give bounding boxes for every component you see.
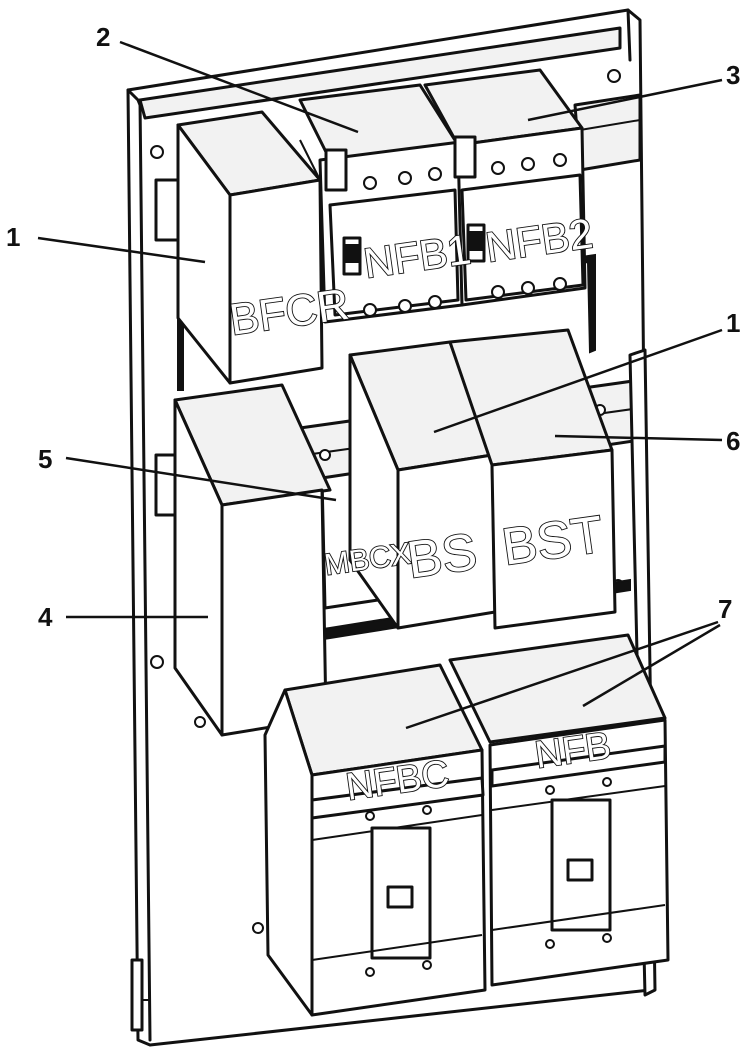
leader-7b <box>582 623 721 708</box>
nfbc-breaker <box>263 663 487 1017</box>
nfb2-breaker <box>423 68 587 307</box>
mount-hole <box>150 145 164 159</box>
callout-6: 6 <box>726 426 740 456</box>
nfb1-breaker <box>298 83 464 324</box>
leader-1b <box>433 328 723 434</box>
leader-lines <box>37 40 723 730</box>
mount-hole <box>252 922 264 934</box>
callout-2: 2 <box>96 22 110 52</box>
label-bs: BS <box>404 523 481 590</box>
mount-hole <box>194 716 206 728</box>
callout-3: 3 <box>726 60 740 90</box>
leader-1a <box>37 236 206 264</box>
plate-tab <box>130 958 144 1032</box>
callout-5: 5 <box>38 444 52 474</box>
mount-hole <box>607 69 621 83</box>
leader-7a <box>405 620 719 730</box>
leader-6 <box>554 434 723 442</box>
leader-3 <box>527 78 723 122</box>
mount-hole <box>150 655 164 669</box>
leader-2 <box>119 40 359 134</box>
callout-1b: 1 <box>726 308 740 338</box>
large-enclosure <box>173 383 332 737</box>
callout-7: 7 <box>718 594 732 624</box>
callout-numbers: 1 2 3 1 5 6 4 7 <box>6 22 740 632</box>
bs-relay <box>348 340 497 630</box>
leader-5 <box>65 456 337 502</box>
callout-4: 4 <box>38 602 53 632</box>
nfb-breaker <box>448 633 670 987</box>
bfcr-relay <box>176 110 324 385</box>
callout-1a: 1 <box>6 222 20 252</box>
